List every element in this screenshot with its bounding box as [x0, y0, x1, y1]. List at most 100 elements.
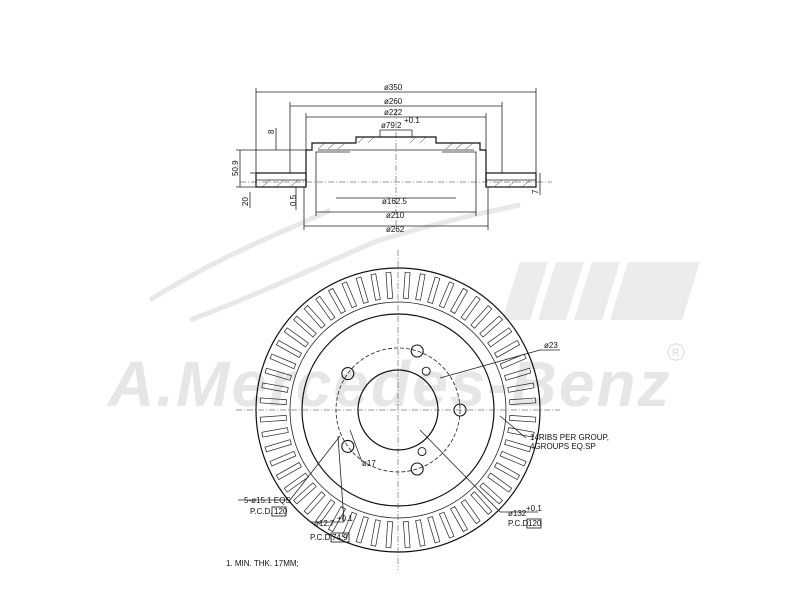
bolt-hole: [410, 462, 424, 476]
dim-d350: ø350: [384, 83, 403, 92]
locating-hole: [421, 366, 431, 376]
vent-slot: [293, 482, 317, 505]
vent-slot: [460, 499, 481, 525]
vent-slot: [269, 353, 297, 370]
vent-slot: [275, 340, 302, 358]
callout-ribs: 14RIBS PER GROUP,: [530, 433, 609, 442]
vent-slot: [275, 462, 302, 480]
section-view: ø350 ø260 ø222 ø79.2 +0.1 8 50.9 20 0.5 …: [231, 83, 552, 234]
vent-slot: [269, 450, 297, 467]
vent-slot: [494, 340, 521, 358]
section-dimensions: [236, 88, 541, 230]
callout-d132-tol: +0.1: [526, 504, 542, 513]
vent-slot: [415, 273, 426, 301]
vent-slot: [487, 472, 513, 493]
callout-pcd-120-a-label: P.C.D.: [250, 507, 273, 516]
vent-slot: [427, 276, 441, 304]
vent-slot: [470, 305, 493, 329]
callout-d23: ø23: [544, 341, 558, 350]
vent-slot: [402, 271, 411, 299]
watermark-logo-bars: [502, 262, 700, 320]
vent-slot: [479, 482, 503, 505]
vent-slot: [509, 397, 537, 406]
callout-d12-7: ø12.7: [314, 519, 335, 528]
note-min-thickness: 1. MIN. THK. 17MM;: [226, 559, 299, 568]
front-leaders: [238, 349, 560, 523]
vent-slot: [264, 367, 292, 381]
watermark: A.Mercedes-Benz R: [106, 202, 700, 420]
dim-50-9: 50.9: [231, 160, 240, 176]
section-dim-labels: ø350 ø260 ø222 ø79.2 +0.1 8 50.9 20 0.5 …: [231, 83, 540, 234]
registered-mark: [667, 343, 685, 361]
vent-slot: [283, 472, 309, 493]
vent-slot: [355, 516, 369, 544]
vent-slot: [283, 327, 309, 348]
vent-slot: [385, 271, 394, 299]
vent-slot: [509, 414, 537, 423]
vent-slot: [341, 281, 358, 309]
vent-slot: [341, 511, 358, 539]
vent-slot: [370, 273, 381, 301]
vent-slot: [264, 439, 292, 453]
vent-slot: [487, 327, 513, 348]
vent-slot: [261, 427, 289, 438]
bolt-hole: [410, 344, 424, 358]
vent-slot: [438, 511, 455, 539]
dim-d222: ø222: [384, 108, 403, 117]
vent-slot: [507, 382, 535, 393]
vent-slot: [303, 305, 326, 329]
callout-pcd-74-value: 74.9: [332, 533, 348, 542]
vent-slot: [370, 519, 381, 547]
dim-0-5: 0.5: [289, 194, 298, 206]
vent-slot: [479, 315, 503, 338]
callout-pcd-120-a-value: 120: [274, 507, 288, 516]
vent-slot: [259, 414, 287, 423]
vent-slot: [450, 287, 468, 314]
ventilation-slots: [259, 271, 537, 549]
vent-slot: [415, 519, 426, 547]
dim-7: 7: [531, 189, 540, 194]
vent-slot: [438, 281, 455, 309]
vent-slot: [315, 499, 336, 525]
callout-d17: ø17: [362, 459, 376, 468]
vent-slot: [499, 353, 527, 370]
watermark-swoosh: [148, 202, 521, 323]
vent-slot: [328, 287, 346, 314]
vent-slot: [427, 516, 441, 544]
dim-d262: ø262: [386, 225, 405, 234]
vent-slot: [293, 315, 317, 338]
callout-groups: 4GROUPS EQ.SP: [530, 442, 596, 451]
watermark-brand: A.Mercedes-Benz: [106, 348, 672, 420]
locating-hole: [417, 447, 427, 457]
vent-slot: [504, 439, 532, 453]
vent-slot: [450, 506, 468, 533]
vent-slot: [259, 397, 287, 406]
vent-slot: [494, 462, 521, 480]
dim-d162-5: ø162.5: [382, 197, 407, 206]
vent-slot: [460, 295, 481, 321]
front-callout-labels: ø23 14RIBS PER GROUP, 4GROUPS EQ.SP ø17 …: [244, 341, 609, 543]
vent-slot: [504, 367, 532, 381]
vent-slot: [470, 491, 493, 515]
vent-slot: [385, 521, 394, 549]
bolt-hole: [453, 403, 467, 417]
callout-d12-7-tol: +0.1: [337, 514, 353, 523]
callout-pcd-74-label: P.C.D.: [310, 533, 333, 542]
vent-slot: [499, 450, 527, 467]
vent-slot: [355, 276, 369, 304]
callout-d132: ø132: [508, 509, 527, 518]
vent-slot: [261, 382, 289, 393]
callout-pcd-120-b-value: 120: [528, 519, 542, 528]
callout-bolt-holes: 5-ø15.1 EQS: [244, 496, 291, 505]
registered-mark-letter: R: [672, 348, 679, 359]
bolt-hole: [341, 439, 355, 453]
dim-20: 20: [241, 197, 250, 206]
dim-d79-tol: +0.1: [404, 116, 420, 125]
vent-slot: [507, 427, 535, 438]
dim-8: 8: [267, 129, 276, 134]
bolt-holes: [341, 344, 467, 476]
dim-d79: ø79.2: [381, 121, 402, 130]
dim-d260: ø260: [384, 97, 403, 106]
callout-pcd-120-b-label: P.C.D.: [508, 519, 531, 528]
